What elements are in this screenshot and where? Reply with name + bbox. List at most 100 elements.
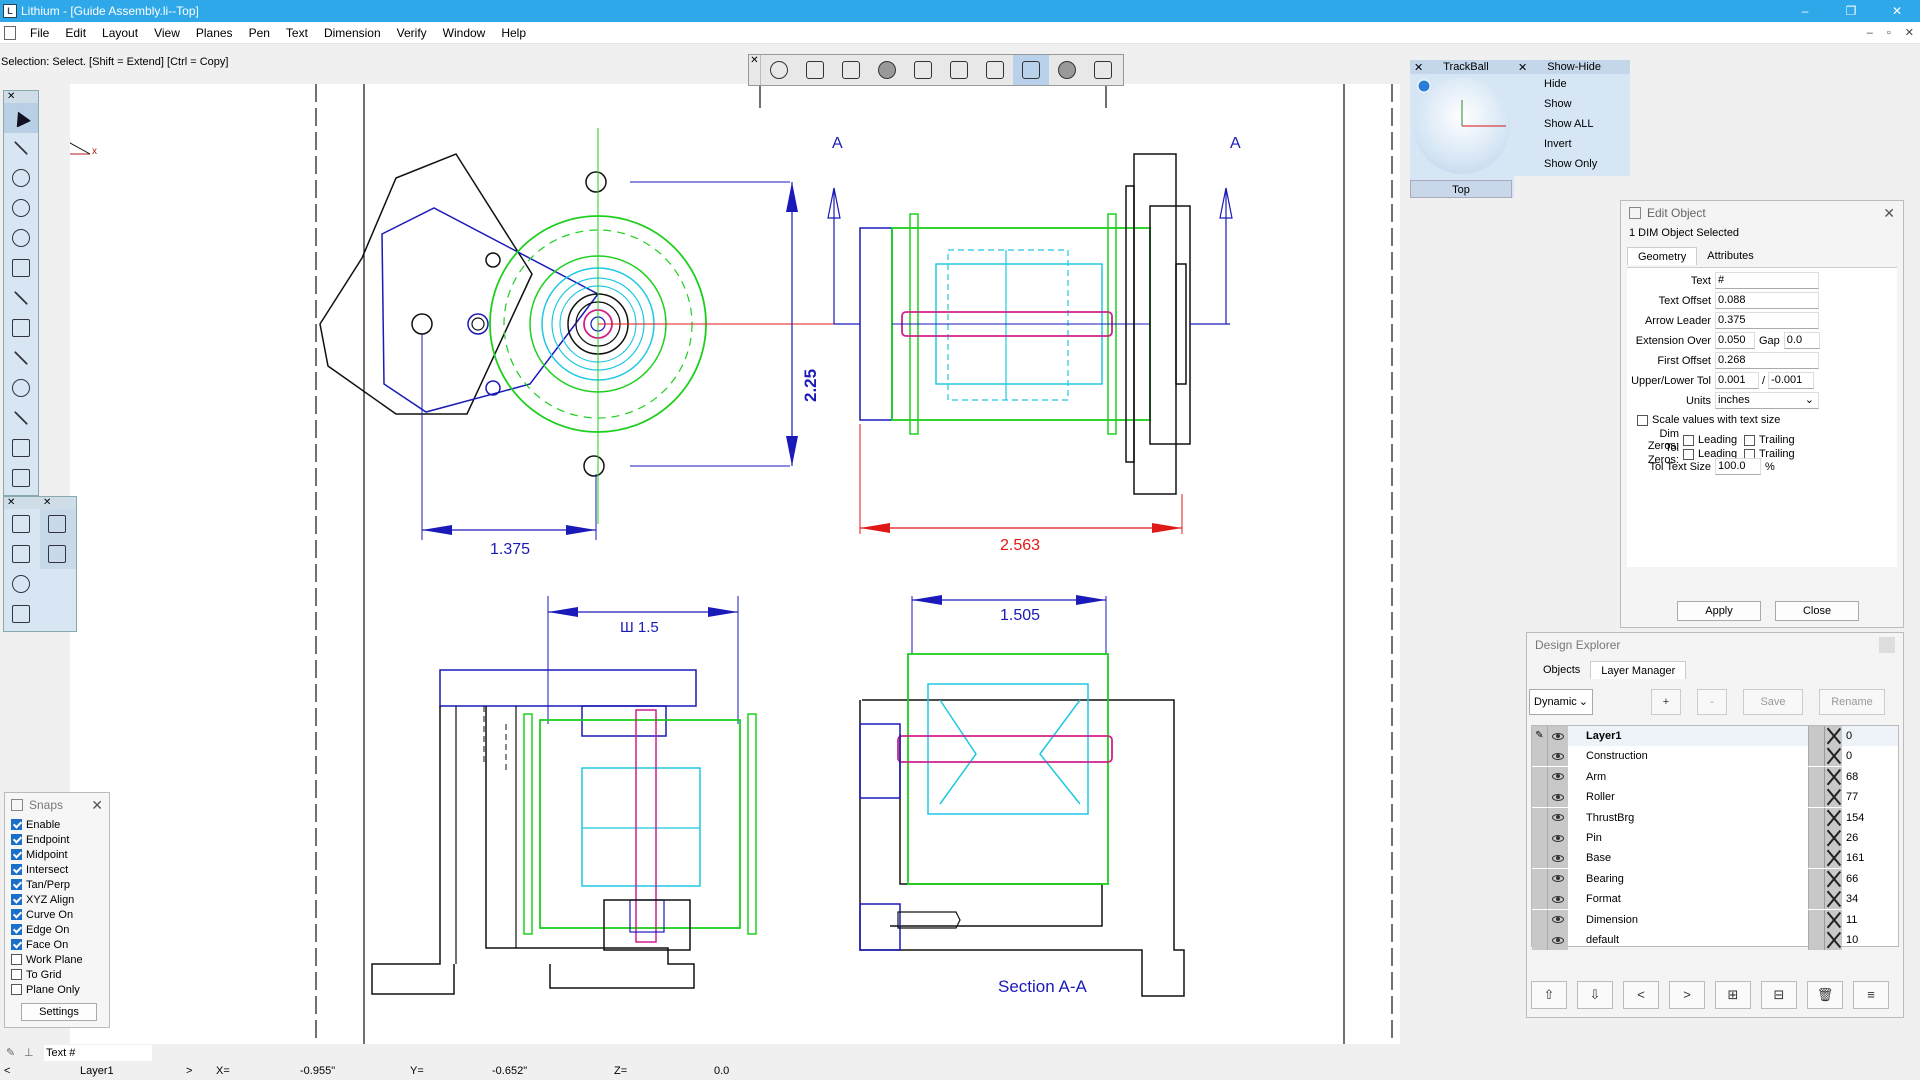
show-hide-invert[interactable]: Invert — [1544, 138, 1572, 150]
layer-color-swatch[interactable] — [1808, 787, 1824, 808]
eye-icon[interactable] — [1548, 746, 1568, 767]
eye-icon[interactable] — [1548, 726, 1568, 746]
iso-view-icon[interactable] — [905, 55, 941, 85]
layer-color-swatch[interactable] — [1808, 828, 1824, 848]
snap-checkbox[interactable] — [11, 894, 22, 905]
shaded-icon[interactable] — [869, 55, 905, 85]
edit-cell[interactable] — [1532, 889, 1548, 910]
snap-item[interactable]: Enable — [5, 817, 109, 832]
tab-objects[interactable]: Objects — [1543, 664, 1581, 676]
design-explorer-close-icon[interactable] — [1879, 637, 1895, 653]
show-hide-close-button[interactable]: ✕ — [1518, 61, 1528, 74]
move-layer-down-button[interactable]: ⇩ — [1577, 981, 1613, 1009]
trackball-close-button[interactable]: ✕ — [1414, 61, 1424, 74]
dimension-tool-icon[interactable] — [4, 343, 38, 373]
fillet-tool-icon[interactable] — [4, 373, 38, 403]
add-layer-button[interactable]: + — [1651, 689, 1681, 715]
trim-tool-icon[interactable] — [4, 403, 38, 433]
snap-checkbox[interactable] — [11, 834, 22, 845]
snaps-settings-button[interactable]: Settings — [21, 1003, 97, 1021]
menu-file[interactable]: File — [30, 25, 50, 40]
edit-object-close-icon[interactable]: ✕ — [1883, 204, 1895, 221]
move-tool-icon[interactable] — [4, 509, 38, 539]
select-tool-icon[interactable] — [4, 103, 38, 133]
snap-item[interactable]: Endpoint — [5, 832, 109, 847]
edit-cell[interactable] — [1532, 930, 1548, 950]
eye-icon[interactable] — [1548, 909, 1568, 930]
layer-color-swatch[interactable] — [1808, 868, 1824, 889]
layer-color-swatch[interactable] — [1808, 930, 1824, 950]
edit-cell[interactable] — [1532, 868, 1548, 889]
edit-cell[interactable] — [1532, 909, 1548, 930]
zoom-extents-icon[interactable] — [833, 55, 869, 85]
dim-1-375[interactable]: 1.375 — [490, 541, 530, 558]
dim-2-563[interactable]: 2.563 — [1000, 537, 1040, 554]
extension-over-field[interactable]: 0.050 — [1715, 332, 1755, 349]
first-offset-field[interactable]: 0.268 — [1715, 352, 1819, 369]
show-hide-show[interactable]: Show — [1544, 98, 1572, 110]
eye-icon[interactable] — [1548, 807, 1568, 828]
snap-item[interactable]: Midpoint — [5, 847, 109, 862]
sphere-icon[interactable] — [1049, 55, 1085, 85]
tab-attributes[interactable]: Attributes — [1707, 250, 1754, 262]
tol-text-size-field[interactable]: 100.0 — [1715, 458, 1761, 475]
lock-toggle-icon[interactable] — [1824, 746, 1842, 767]
snap-checkbox[interactable] — [11, 984, 22, 995]
edit-cell[interactable] — [1532, 766, 1548, 787]
text-offset-field[interactable]: 0.088 — [1715, 292, 1819, 309]
tool-palette-2-close[interactable]: ✕ — [4, 497, 40, 509]
dim-2-25[interactable]: 2.25 — [801, 369, 820, 402]
rectangle-tool-icon[interactable] — [4, 253, 38, 283]
prev-layer-button[interactable]: < — [1623, 981, 1659, 1009]
document-icon[interactable] — [4, 25, 16, 40]
layer-color-swatch[interactable] — [1808, 746, 1824, 767]
snap-checkbox[interactable] — [11, 924, 22, 935]
mirror-tool-icon[interactable] — [4, 569, 38, 599]
text-field[interactable]: # — [1715, 272, 1819, 289]
menu-help[interactable]: Help — [501, 25, 527, 40]
apply-button[interactable]: Apply — [1677, 601, 1761, 621]
eye-icon[interactable] — [1548, 848, 1568, 869]
next-layer-button[interactable]: > — [1669, 981, 1705, 1009]
lock-toggle-icon[interactable] — [1824, 848, 1842, 869]
maximize-button[interactable]: ❐ — [1845, 4, 1857, 18]
pencil-icon[interactable]: ✎ — [1532, 726, 1548, 746]
block-tool-icon[interactable] — [40, 509, 74, 539]
trackball-view-label[interactable]: Top — [1410, 180, 1512, 198]
eye-icon[interactable] — [1548, 787, 1568, 808]
snap-checkbox[interactable] — [11, 939, 22, 950]
layer-color-swatch[interactable] — [1808, 726, 1824, 746]
close-window-button[interactable]: ✕ — [1891, 4, 1903, 18]
angle-tool-icon[interactable] — [4, 433, 38, 463]
layer-color-swatch[interactable] — [1808, 766, 1824, 787]
box-tool-icon[interactable] — [4, 463, 38, 493]
menu-layout[interactable]: Layout — [102, 25, 139, 40]
arrow-leader-field[interactable]: 0.375 — [1715, 312, 1819, 329]
snap-item[interactable]: Work Plane — [5, 952, 109, 967]
snap-item[interactable]: Tan/Perp — [5, 877, 109, 892]
lock-toggle-icon[interactable] — [1824, 889, 1842, 910]
menu-verify[interactable]: Verify — [396, 25, 427, 40]
lock-toggle-icon[interactable] — [1824, 766, 1842, 787]
lock-toggle-icon[interactable] — [1824, 930, 1842, 950]
view-toolbar-close-button[interactable]: ✕ — [749, 55, 761, 85]
snap-checkbox[interactable] — [11, 909, 22, 920]
pencil-icon[interactable]: ✎ — [6, 1047, 16, 1059]
layer-mode-select[interactable]: Dynamic ⌄ — [1529, 689, 1593, 715]
status-layer[interactable]: Layer1 — [80, 1065, 114, 1077]
dim-zeros-leading-checkbox[interactable] — [1683, 434, 1694, 446]
edit-cell[interactable] — [1532, 807, 1548, 828]
lock-toggle-icon[interactable] — [1824, 909, 1842, 930]
insert-tool-icon[interactable] — [40, 539, 74, 569]
layer-menu-button[interactable]: ≡ — [1853, 981, 1889, 1009]
snap-item[interactable]: Intersect — [5, 862, 109, 877]
layer-next-icon[interactable]: > — [186, 1065, 193, 1077]
merge-layer-button[interactable]: ⊟ — [1761, 981, 1797, 1009]
front-view-icon[interactable] — [941, 55, 977, 85]
snap-checkbox[interactable] — [11, 969, 22, 980]
lock-toggle-icon[interactable] — [1824, 807, 1842, 828]
